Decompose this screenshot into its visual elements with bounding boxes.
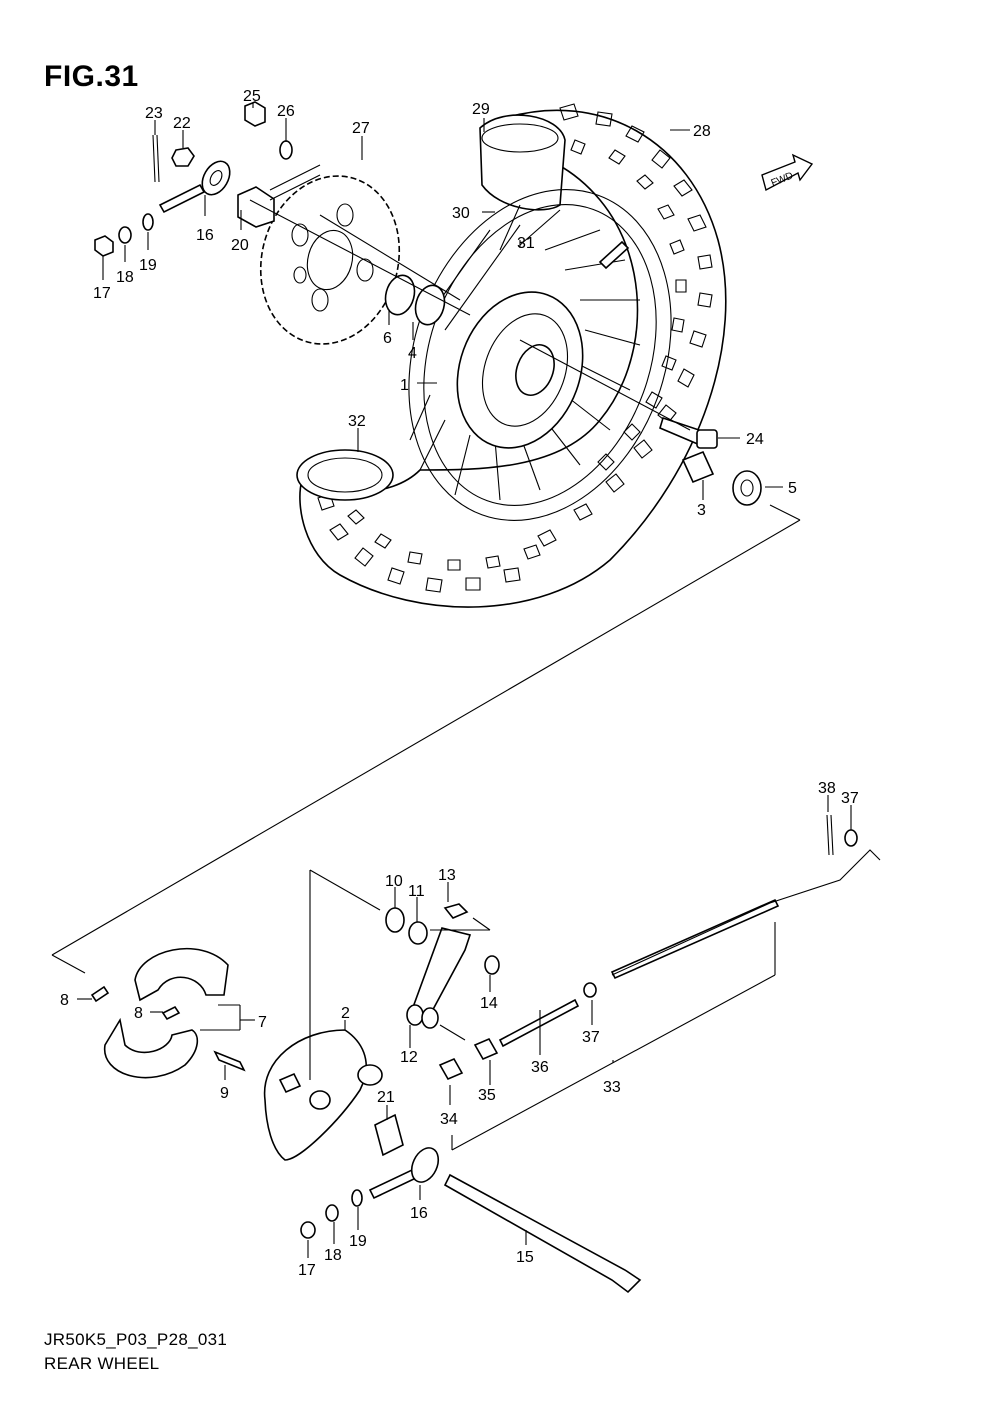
callout-2: 2 [341, 1005, 350, 1022]
rear-tire [299, 103, 727, 608]
callout-38: 38 [818, 780, 836, 797]
callout-32: 32 [348, 413, 366, 430]
callout-35: 35 [478, 1087, 496, 1104]
callout-8a: 8 [60, 992, 69, 1009]
callout-24: 24 [746, 431, 764, 448]
callout-33: 33 [603, 1079, 621, 1096]
callout-labels: 1 2 3 4 5 6 7 8 8 9 10 11 12 13 14 15 16… [60, 88, 859, 1279]
callout-18b: 18 [324, 1247, 342, 1264]
callout-19a: 19 [139, 257, 157, 274]
callout-7: 7 [258, 1014, 267, 1031]
callout-20: 20 [231, 237, 249, 254]
brake-cam-hardware [300, 814, 881, 1294]
callout-13: 13 [438, 867, 456, 884]
callout-22: 22 [173, 115, 191, 132]
callout-29: 29 [472, 101, 490, 118]
callout-6: 6 [383, 330, 392, 347]
figure-code: JR50K5_P03_P28_031 [44, 1330, 228, 1349]
callout-27: 27 [352, 120, 370, 137]
callout-37b: 37 [841, 790, 859, 807]
callout-15: 15 [516, 1249, 534, 1266]
callout-9: 9 [220, 1085, 229, 1102]
rim-band-32 [296, 449, 394, 501]
brake-shoes-7 [90, 947, 246, 1079]
callout-1: 1 [400, 377, 409, 394]
callout-36: 36 [531, 1059, 549, 1076]
leader-lines-bottom [77, 795, 852, 1258]
callout-18a: 18 [116, 269, 134, 286]
rim-band-29 [479, 114, 566, 211]
callout-25: 25 [243, 88, 261, 105]
figure-title: FIG.31 [44, 60, 139, 93]
leader-lines-top [102, 103, 783, 500]
callout-21: 21 [377, 1089, 395, 1106]
brake-panel-2 [263, 1029, 383, 1161]
callout-5: 5 [788, 480, 797, 497]
callout-8b: 8 [134, 1005, 143, 1022]
callout-34: 34 [440, 1111, 458, 1128]
callout-26: 26 [277, 103, 295, 120]
callout-30: 30 [452, 205, 470, 222]
callout-12: 12 [400, 1049, 418, 1066]
callout-11: 11 [408, 883, 425, 900]
callout-4: 4 [408, 345, 417, 362]
figure-name: REAR WHEEL [44, 1354, 160, 1373]
callout-16a: 16 [196, 227, 214, 244]
callout-3: 3 [697, 502, 706, 519]
callout-10: 10 [385, 873, 403, 890]
callout-23: 23 [145, 105, 163, 122]
callout-17b: 17 [298, 1262, 316, 1279]
callout-17a: 17 [93, 285, 111, 302]
top-left-hardware [94, 101, 446, 326]
callout-31: 31 [517, 235, 535, 252]
fwd-arrow-icon: FWD [761, 153, 814, 192]
right-axle-parts [659, 416, 762, 506]
assembly-connector [51, 504, 801, 974]
callout-19b: 19 [349, 1233, 367, 1250]
callout-16b: 16 [410, 1205, 428, 1222]
callout-37a: 37 [582, 1029, 600, 1046]
callout-28: 28 [693, 123, 711, 140]
wheel-rim [408, 189, 672, 521]
callout-14: 14 [480, 995, 498, 1012]
